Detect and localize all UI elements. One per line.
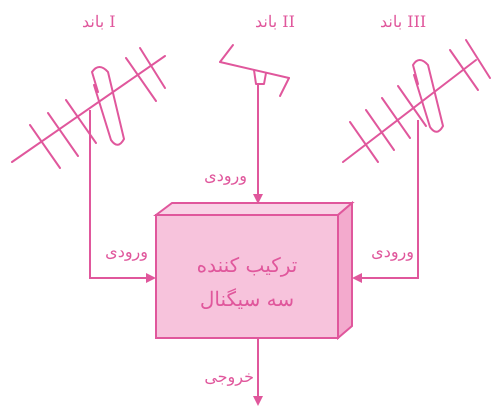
combiner-box-front — [155, 214, 339, 339]
band-1-antenna-icon — [11, 47, 166, 169]
output-label: خروجی — [204, 367, 254, 386]
combiner-box: ترکیب کننده سه سیگنال — [153, 200, 355, 341]
combiner-title-line1: ترکیب کننده — [197, 253, 298, 277]
band-1-label: باند I — [82, 12, 116, 31]
band-2-antenna-icon — [219, 44, 290, 97]
band-3-feed-line — [352, 120, 419, 283]
input-label-left: ورودی — [105, 242, 148, 261]
band-1-feed-line — [89, 110, 156, 283]
combiner-title-line2: سه سیگنال — [200, 287, 294, 311]
band-3-label: باند III — [380, 12, 426, 31]
band-2-label: باند II — [255, 12, 295, 31]
band-3-antenna-icon — [342, 39, 491, 163]
input-label-right: ورودی — [371, 242, 414, 261]
combiner-box-top — [153, 202, 355, 216]
combiner-box-side — [337, 200, 353, 341]
input-label-top: ورودی — [204, 166, 247, 185]
